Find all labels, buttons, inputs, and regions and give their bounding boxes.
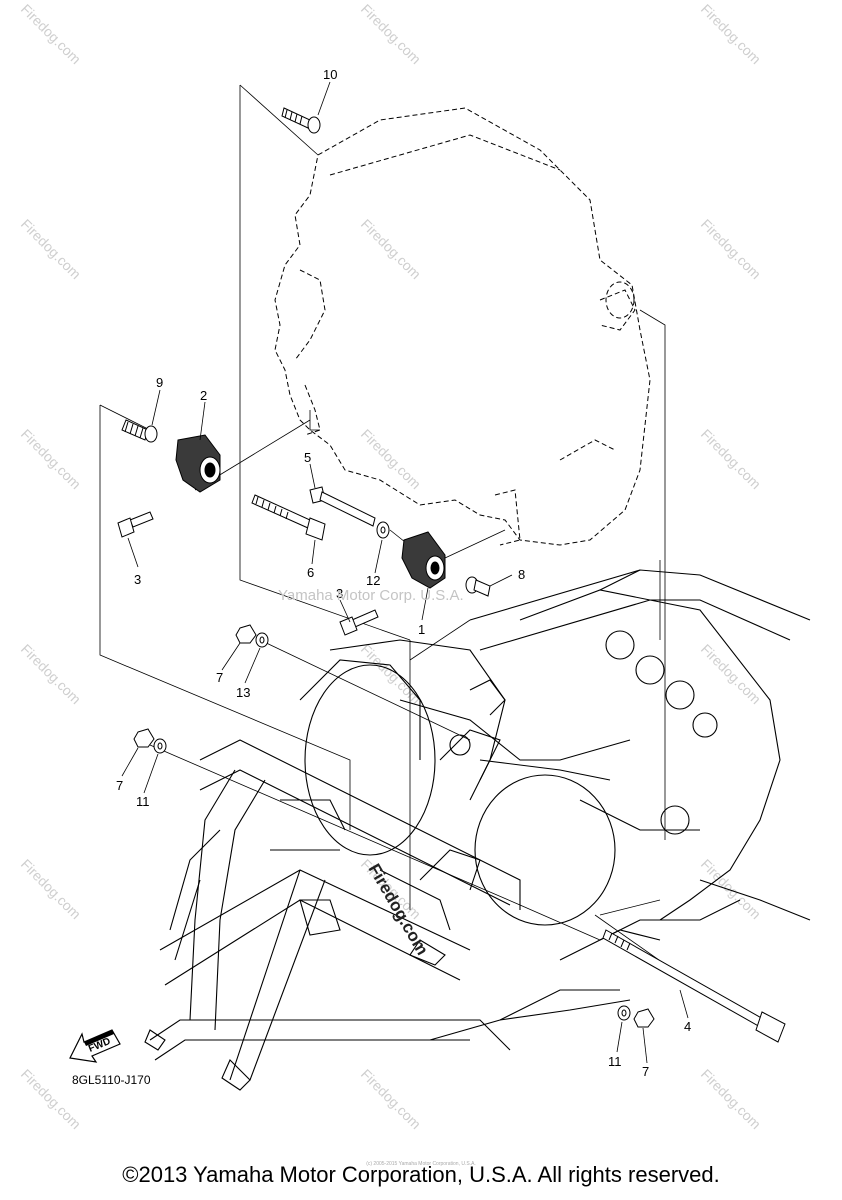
callout-7-upper: 7 <box>216 670 223 685</box>
callout-3-center: 3 <box>336 586 343 601</box>
watermark-tile-4: Firedog.com <box>358 216 424 282</box>
callout-12: 12 <box>366 573 380 588</box>
callout-labels: 10 9 2 5 3 6 12 8 3 1 7 13 7 11 4 11 7 <box>116 67 691 1079</box>
part-8-stud <box>465 576 491 597</box>
watermark-tile-8: Firedog.com <box>698 426 764 492</box>
callout-leaders <box>121 81 689 1064</box>
callout-10: 10 <box>323 67 337 82</box>
fwd-arrow-icon: FWD <box>69 1029 121 1063</box>
callout-7-left: 7 <box>116 778 123 793</box>
copyright-notice: ©2013 Yamaha Motor Corporation, U.S.A. A… <box>122 1162 720 1187</box>
callout-13: 13 <box>236 685 250 700</box>
engine-outline <box>274 107 651 546</box>
part-13-washer <box>255 632 269 648</box>
watermark-tile-9: Firedog.com <box>18 641 84 707</box>
part-11-washer-right <box>617 1005 631 1021</box>
part-3-bolt-center <box>339 609 379 636</box>
part-5-bolt <box>309 486 376 527</box>
watermark-tile-12: Firedog.com <box>18 856 84 922</box>
watermark-corp: Yamaha Motor Corp. U.S.A. <box>278 587 464 604</box>
part-9-bolt <box>121 419 158 443</box>
diagram-part-code: 8GL5110-J170 <box>72 1073 151 1087</box>
callout-7-right: 7 <box>642 1064 649 1079</box>
callout-11-left: 11 <box>136 794 150 809</box>
watermark-tile-0: Firedog.com <box>18 1 84 67</box>
callout-5: 5 <box>304 450 311 465</box>
part-2-mount-bracket <box>175 434 221 493</box>
watermark-tile-1: Firedog.com <box>358 1 424 67</box>
callout-8: 8 <box>518 567 525 582</box>
watermark-tile-16: Firedog.com <box>358 1066 424 1132</box>
frame-assembly <box>144 569 811 1091</box>
callout-9: 9 <box>156 375 163 390</box>
part-7-nut-right <box>633 1008 655 1028</box>
watermark-tile-6: Firedog.com <box>18 426 84 492</box>
part-7-nut-upper <box>235 624 257 644</box>
callout-2: 2 <box>200 388 207 403</box>
callout-4: 4 <box>684 1019 691 1034</box>
watermark-tile-5: Firedog.com <box>698 216 764 282</box>
watermark-tile-3: Firedog.com <box>18 216 84 282</box>
part-3-bolt-left <box>117 511 154 538</box>
part-6-long-bolt <box>251 494 326 541</box>
callout-3-left: 3 <box>134 572 141 587</box>
part-1-mount-bracket <box>401 531 446 589</box>
callout-6: 6 <box>307 565 314 580</box>
part-4-long-bolt <box>602 929 786 1043</box>
callout-1: 1 <box>418 622 425 637</box>
watermark-tile-10: Firedog.com <box>358 641 424 707</box>
watermark-tile-14: Firedog.com <box>698 856 764 922</box>
part-12-washer <box>376 521 390 539</box>
part-11-washer-left <box>153 738 167 754</box>
fine-print: (c) 2005-2015 Yamaha Motor Corporation, … <box>366 1161 476 1167</box>
watermark-tile-17: Firedog.com <box>698 1066 764 1132</box>
watermark-tile-7: Firedog.com <box>358 426 424 492</box>
part-7-nut-left <box>133 728 155 748</box>
part-10-bolt <box>281 107 321 134</box>
watermark-tile-2: Firedog.com <box>698 1 764 67</box>
callout-11-right: 11 <box>608 1054 622 1069</box>
